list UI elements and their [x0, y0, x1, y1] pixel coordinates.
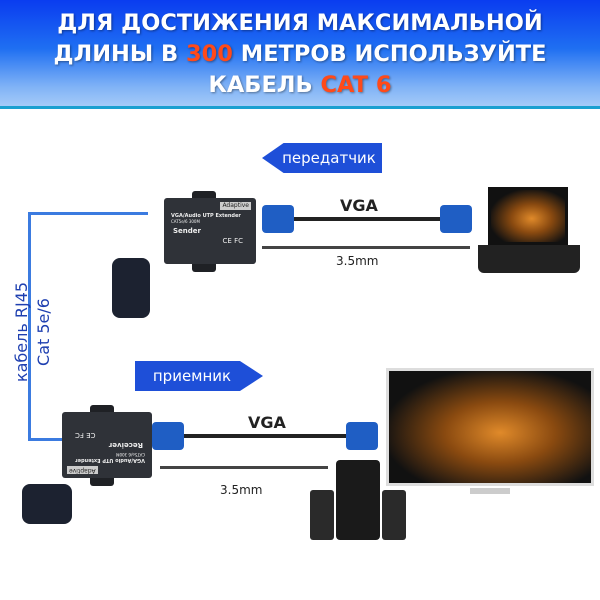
audio-cable — [262, 246, 470, 249]
headline-line1: ДЛЯ ДОСТИЖЕНИЯ МАКСИМАЛЬНОЙ — [57, 10, 543, 36]
sender-device: Adaptive VGA/Audio UTP Extender CAT5e/6 … — [164, 198, 256, 264]
vga-label: VGA — [340, 196, 378, 215]
subwoofer — [336, 460, 380, 540]
vga-connector — [262, 205, 294, 233]
headline-line2: ДЛИНЫ В 300 МЕТРОВ ИСПОЛЬЗУЙТЕ — [53, 41, 547, 67]
audio-label: 3.5mm — [336, 254, 379, 268]
rj45-cable — [28, 212, 31, 440]
monitor-stand — [470, 488, 510, 494]
speaker-right — [382, 490, 406, 540]
audio-cable — [160, 466, 328, 469]
vga-cable — [184, 434, 346, 438]
receiver-device: Adaptive VGA/Audio UTP Extender CAT5e/6 … — [62, 412, 152, 478]
speaker-left — [310, 490, 334, 540]
vga-cable — [294, 217, 440, 221]
vga-connector — [346, 422, 378, 450]
headline-line3: КАБЕЛЬ CAT 6 — [208, 72, 392, 98]
vga-connector — [152, 422, 184, 450]
power-adapter — [22, 484, 72, 524]
rj45-cable-top — [28, 212, 148, 215]
sender-arrow: передатчик — [262, 143, 382, 173]
laptop-base — [478, 245, 580, 273]
power-adapter — [112, 258, 150, 318]
vga-connector — [440, 205, 472, 233]
divider — [0, 106, 600, 109]
audio-label: 3.5mm — [220, 483, 263, 497]
receiver-arrow: приемник — [135, 361, 263, 391]
vga-label: VGA — [248, 413, 286, 432]
headline-banner: ДЛЯ ДОСТИЖЕНИЯ МАКСИМАЛЬНОЙ ДЛИНЫ В 300 … — [0, 0, 600, 108]
monitor — [386, 368, 594, 486]
rj45-cable-bottom — [28, 438, 64, 441]
laptop-screen — [488, 187, 568, 245]
